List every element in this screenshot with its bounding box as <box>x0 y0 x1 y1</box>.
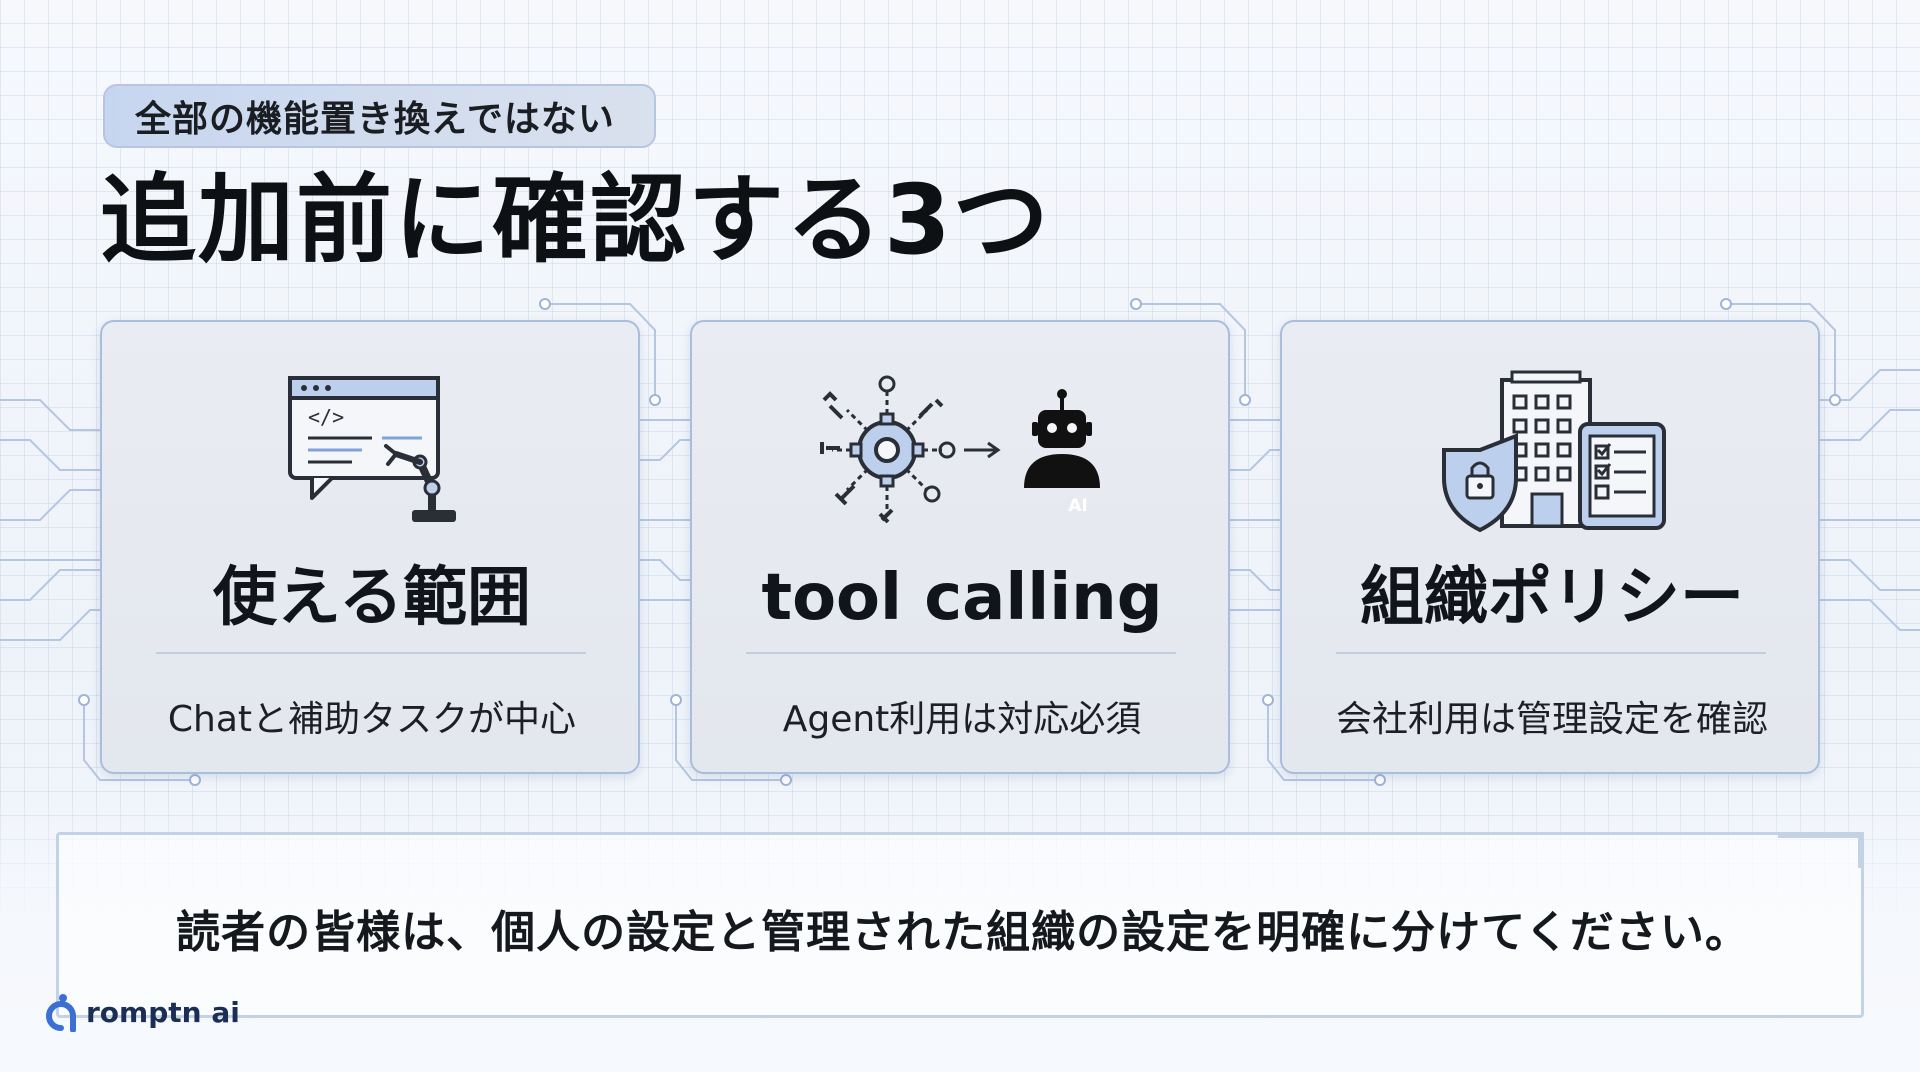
brand-mark-icon <box>46 994 76 1032</box>
card-usage-scope: </> 使える範囲 Chatと補助タスクが中心 <box>100 320 640 774</box>
card-divider <box>1336 652 1766 654</box>
card-title: 使える範囲 <box>212 561 532 635</box>
note-box: 読者の皆様は、個人の設定と管理された組織の設定を明確に分けてください。 <box>56 832 1864 1018</box>
card-title: tool calling <box>761 561 1163 635</box>
building-shield-checklist-icon <box>1282 370 1822 533</box>
gear-tools-ai-robot-icon: AI <box>692 370 1232 524</box>
svg-text:</>: </> <box>308 405 344 429</box>
card-organization-policy: 組織ポリシー 会社利用は管理設定を確認 <box>1280 320 1820 774</box>
note-text: 読者の皆様は、個人の設定と管理された組織の設定を明確に分けてください。 <box>176 907 1750 958</box>
card-divider <box>746 652 1176 654</box>
card-divider <box>156 652 586 654</box>
header-pill: 全部の機能置き換えではない <box>103 84 656 148</box>
card-subtitle: Chatと補助タスクが中心 <box>167 699 577 740</box>
card-subtitle: 会社利用は管理設定を確認 <box>1335 699 1768 740</box>
brand-name: romptn ai <box>86 995 240 1029</box>
brand-logo: romptn ai <box>44 990 240 1034</box>
card-tool-calling: AI tool calling Agent利用は対応必須 <box>690 320 1230 774</box>
note-corner-accent <box>1778 832 1864 868</box>
page-title: 追加前に確認する3つ <box>100 164 1051 276</box>
card-title: 組織ポリシー <box>1360 561 1744 635</box>
ai-badge: AI <box>1068 496 1088 516</box>
card-subtitle: Agent利用は対応必須 <box>782 699 1142 740</box>
chat-robot-arm-icon: </> <box>102 370 642 522</box>
